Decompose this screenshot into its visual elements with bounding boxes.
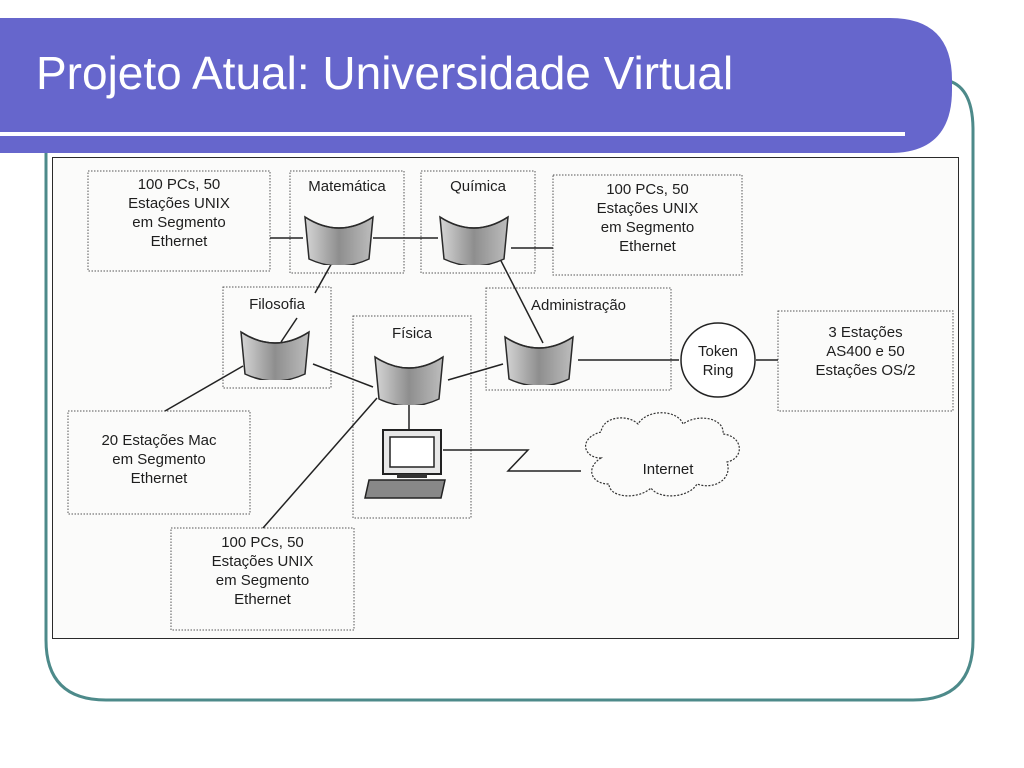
segment-box-bottom [170, 527, 355, 631]
dept-box-filosofia [222, 286, 332, 389]
dept-label-matematica: Matemática [308, 178, 386, 195]
segment-label-top-left: 100 PCs, 50 Estações UNIX em Segmento Et… [128, 176, 230, 251]
segment-label-mac: 20 Estações Mac em Segmento Ethernet [101, 432, 217, 488]
dept-label-administracao: Administração [530, 297, 627, 314]
slide-title: Projeto Atual: Universidade Virtual [36, 47, 734, 99]
segment-box-top-right [552, 174, 743, 276]
dept-label-quimica: Química [450, 178, 506, 195]
segment-box-mac [67, 410, 251, 515]
router-icon-fisica [374, 356, 444, 405]
diagram-canvas [67, 170, 954, 631]
segment-label-top-right: 100 PCs, 50 Estações UNIX em Segmento Et… [596, 181, 699, 256]
slide-border [44, 78, 975, 702]
dept-label-filosofia: Filosofia [249, 296, 305, 313]
link-filosofia-internal [280, 317, 298, 343]
link-matematica-filosofia [314, 260, 334, 294]
segment-box-as400 [777, 310, 954, 412]
router-icon-quimica [439, 216, 509, 265]
link-quimica-administracao [496, 252, 544, 344]
segment-label-bottom: 100 PCs, 50 Estações UNIX em Segmento Et… [211, 534, 314, 609]
title-rule [0, 132, 905, 136]
token-ring-circle [680, 322, 756, 398]
token-ring-label: Token Ring [697, 343, 739, 380]
dept-box-matematica [289, 170, 405, 274]
link-fisica-administracao [447, 363, 504, 381]
link-fisica-bottom [262, 397, 378, 529]
computer-icon [364, 429, 446, 499]
internet-label: Internet [642, 461, 694, 478]
segment-label-as400: 3 Estações AS400 e 50 Estações OS/2 [815, 324, 916, 380]
router-icon-filosofia [240, 331, 310, 380]
dept-box-quimica [420, 170, 536, 274]
router-icon-administracao [504, 336, 574, 385]
link-workstation-internet [443, 449, 581, 472]
link-filosofia-fisica [312, 363, 374, 388]
cloud-icon [585, 412, 740, 497]
title-bar [0, 18, 952, 153]
segment-box-top-left [87, 170, 271, 272]
dept-box-administracao [485, 287, 672, 391]
dept-label-fisica: Física [391, 325, 432, 342]
dept-box-fisica [352, 315, 472, 519]
network-diagram: 100 PCs, 50 Estações UNIX em Segmento Et… [52, 157, 959, 639]
link-mac-filosofia [164, 365, 244, 412]
router-icon-matematica [304, 216, 374, 265]
